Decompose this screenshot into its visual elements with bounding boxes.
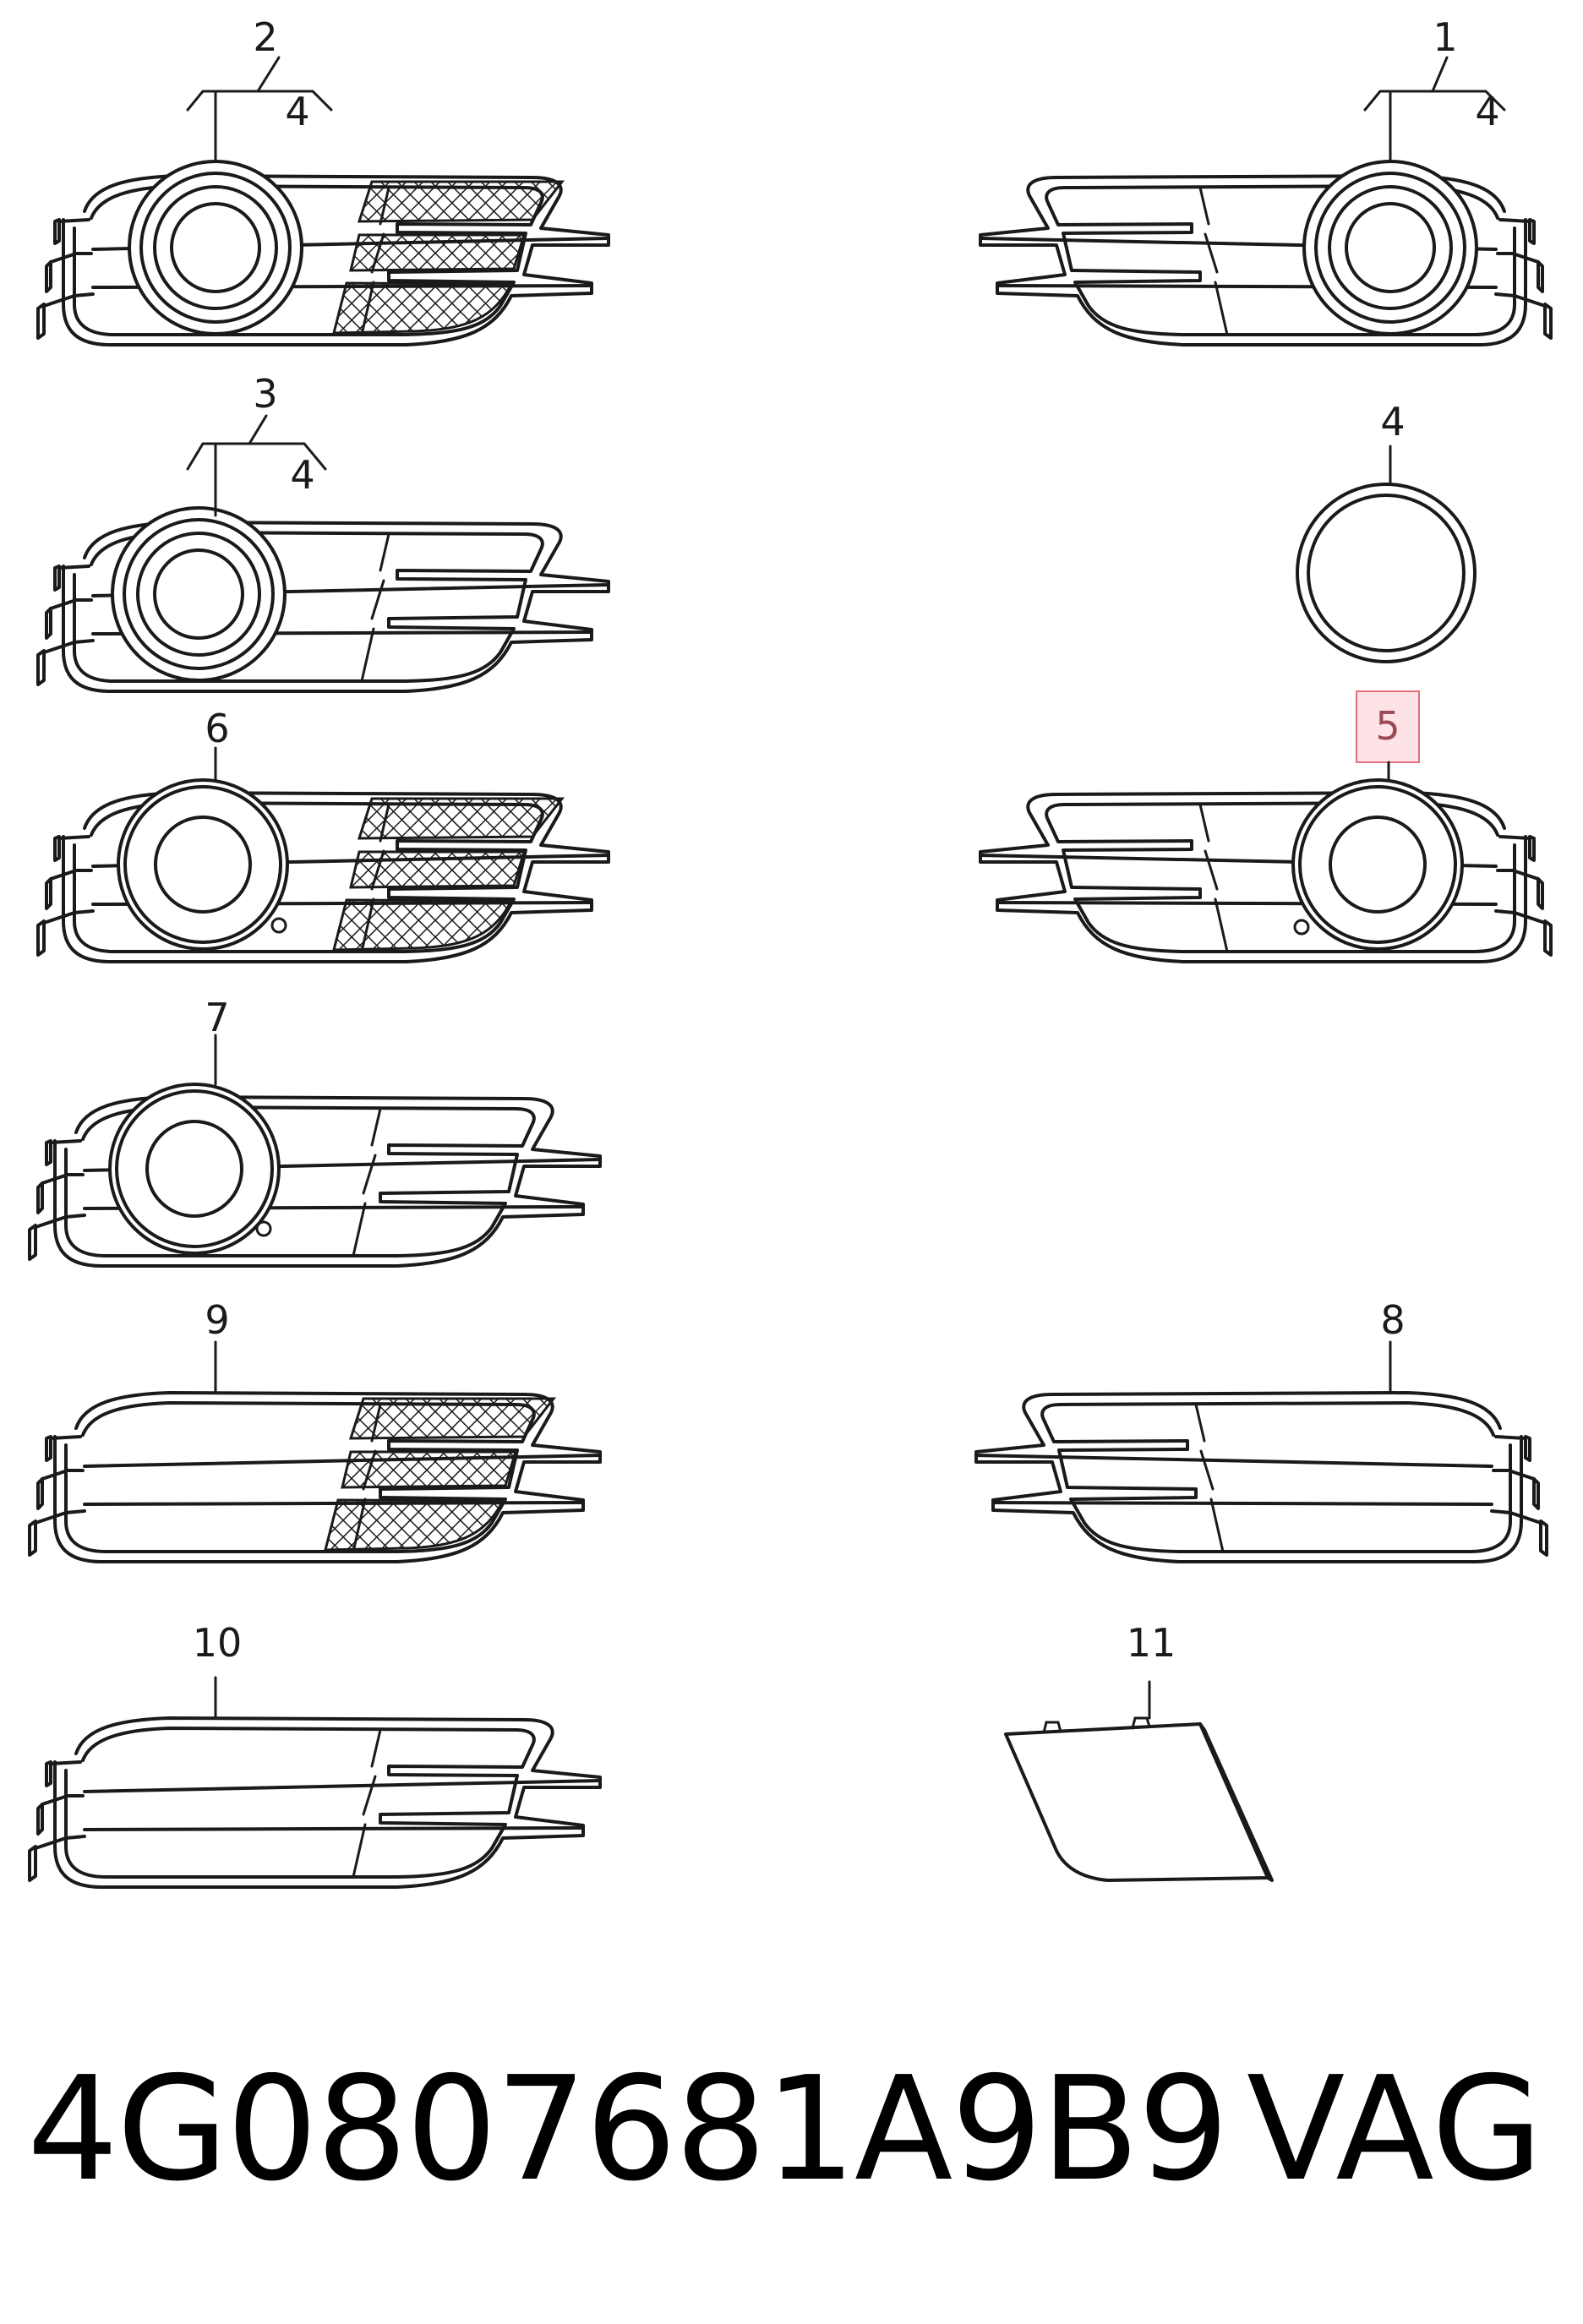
part-10-grille — [28, 1716, 602, 1889]
part-2-grille — [36, 160, 610, 346]
part-1-grille — [979, 160, 1553, 346]
part-4-ring — [1296, 483, 1477, 663]
label-4: 4 — [1380, 399, 1405, 445]
leader-3 — [186, 414, 327, 517]
label-3: 3 — [253, 371, 277, 417]
label-2: 2 — [253, 14, 277, 60]
part-11-cover — [1004, 1716, 1274, 1882]
leader-1 — [1363, 56, 1506, 162]
label-8: 8 — [1380, 1297, 1405, 1343]
label-11: 11 — [1127, 1620, 1176, 1666]
footer: 4G0807681A9B9 VAG — [0, 2045, 1583, 2214]
label-9: 9 — [205, 1297, 229, 1343]
part-number-text: 4G0807681A9B9 — [27, 2046, 1229, 2213]
part-6-grille — [36, 778, 610, 963]
label-5-highlight — [1356, 690, 1420, 763]
label-7: 7 — [205, 995, 229, 1040]
part-9-grille — [28, 1391, 602, 1563]
part-7-grille — [28, 1083, 602, 1268]
label-3-sub: 4 — [290, 452, 314, 498]
label-5: 5 — [1375, 703, 1400, 749]
part-8-grille — [974, 1391, 1548, 1563]
label-10: 10 — [193, 1620, 243, 1666]
part-3-grille — [36, 506, 610, 693]
label-6: 6 — [205, 706, 229, 751]
label-2-sub: 4 — [285, 89, 309, 134]
brand-text: VAG — [1247, 2046, 1543, 2213]
leader-2 — [186, 56, 333, 162]
label-1-sub: 4 — [1475, 89, 1499, 134]
label-1: 1 — [1433, 14, 1457, 60]
part-5-grille — [979, 778, 1553, 963]
